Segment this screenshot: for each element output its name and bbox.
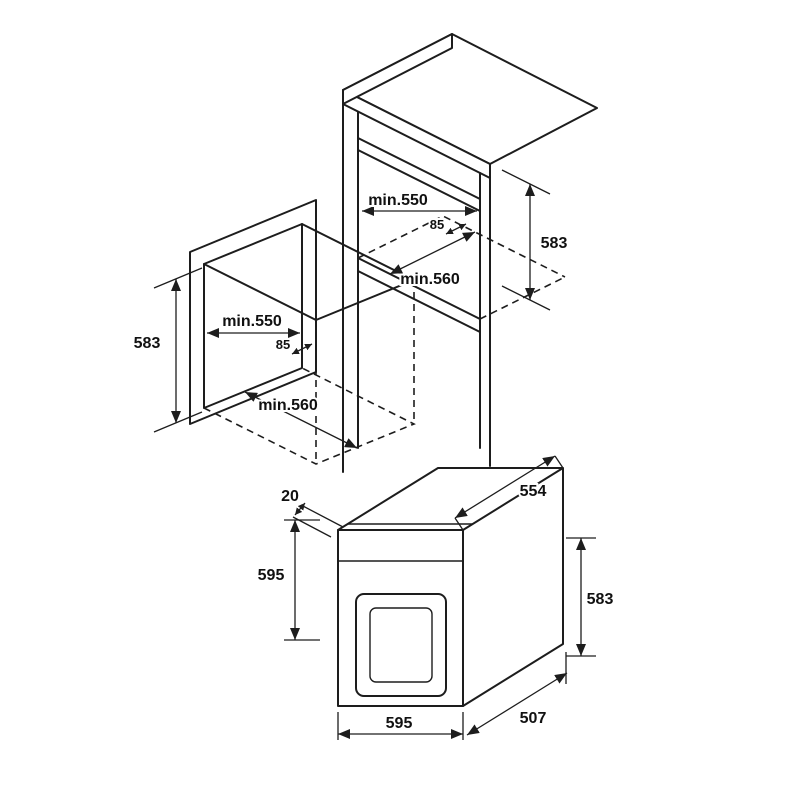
- tall-niche-height-label: 583: [541, 235, 568, 252]
- tall-cabinet-niche-depth-hidden-edges: [357, 215, 566, 320]
- tall-recess-arrow: [445, 223, 467, 235]
- tall-cabinet-drawing: [342, 33, 598, 473]
- base-niche-depth-edges: [203, 223, 415, 321]
- tall-niche-width-label: min.550: [368, 192, 428, 209]
- base-niche-width-label: min.550: [222, 313, 282, 330]
- base-recess-label: 85: [276, 337, 290, 352]
- base-niche-outer-frame: [189, 199, 317, 425]
- tall-niche-depth-label: min.560: [400, 271, 460, 288]
- base-niche-height-ticks: [153, 267, 203, 433]
- base-niche-hidden-edges: [203, 280, 416, 465]
- oven-top-and-side-faces: [337, 467, 564, 707]
- oven-width-label: 595: [386, 715, 413, 732]
- oven-overhang-label: 20: [281, 488, 299, 505]
- oven-top-depth-label: 554: [520, 483, 547, 500]
- base-cabinet-niche-drawing: [189, 199, 416, 465]
- base-niche-inner-opening: [203, 223, 303, 409]
- tall-cabinet-shelves: [357, 137, 481, 333]
- tall-recess-label: 85: [430, 217, 444, 232]
- oven-bottom-depth-label: 507: [520, 710, 547, 727]
- oven-drawing: [337, 467, 564, 707]
- oven-top-depth-arrow: [454, 455, 556, 519]
- base-niche-depth-label: min.560: [258, 397, 318, 414]
- oven-overhang-arrow: [294, 502, 306, 516]
- oven-overhang-ticks: [292, 504, 344, 538]
- oven-body-and-panel-lines: [337, 523, 473, 562]
- base-niche-height-label: 583: [134, 335, 161, 352]
- oven-door-window-inner: [369, 607, 433, 683]
- tall-cabinet-top-panel-top-face: [342, 33, 598, 165]
- tall-niche-depth-arrow: [389, 231, 476, 275]
- oven-rear-height-label: 583: [587, 591, 614, 608]
- tall-cabinet-posts: [342, 103, 491, 473]
- oven-top-depth-ticks: [454, 455, 564, 531]
- oven-front-height-ticks: [284, 519, 320, 641]
- tall-cabinet-top-panel-end-face: [342, 33, 453, 105]
- oven-door-window-outer: [355, 593, 447, 697]
- base-niche-depth-arrow: [244, 391, 358, 449]
- base-recess-arrow: [291, 343, 313, 355]
- dimensions: min.550 85 583 min.560 min.550 85 583 mi…: [132, 169, 615, 740]
- oven-front-height-label: 595: [258, 567, 285, 584]
- oven-front-face: [337, 529, 464, 707]
- oven-bottom-depth-arrow: [466, 672, 568, 736]
